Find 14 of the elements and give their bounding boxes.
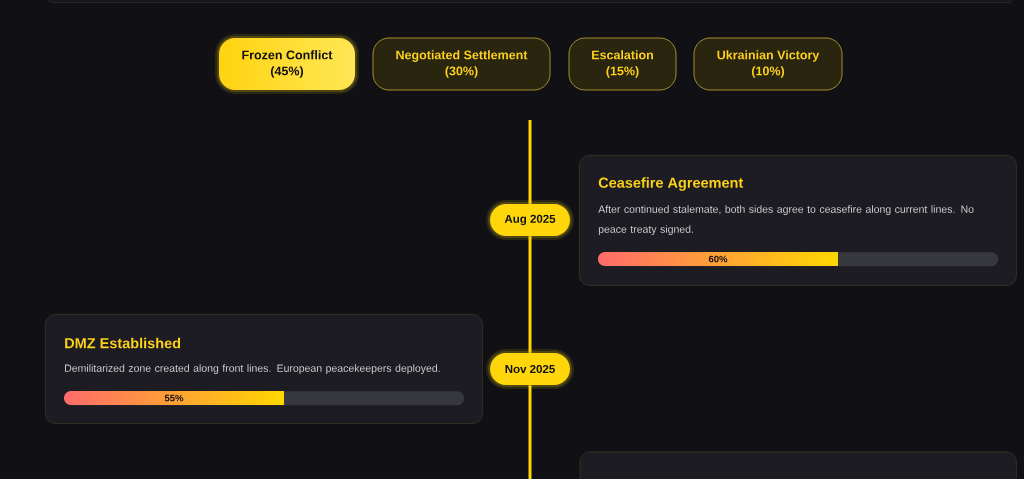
tab: Escalation (15%) [568,37,677,91]
event-card [579,155,1017,286]
timeline-line [528,236,532,353]
event-card [45,314,483,424]
card-title: Ceasefire Agreement [598,177,744,191]
card-title: DMZ Established [65,337,181,349]
progress-bar: 60% [598,252,999,267]
tab: Frozen Conflict (45%) [215,34,359,94]
event-card [579,451,1017,479]
card-text: Demilitarized zone created along front lines. European peacekeepers deployed. [65,364,440,374]
progress-bar: 55% [64,391,465,406]
tab: Ukrainian Victory (10%) [693,37,843,91]
tab: Negotiated Settlement (30%) [372,37,551,91]
card-text: After continued stalemate, both sides agree to ceasefire along current lines. No peace treaty signed. [598,205,974,235]
